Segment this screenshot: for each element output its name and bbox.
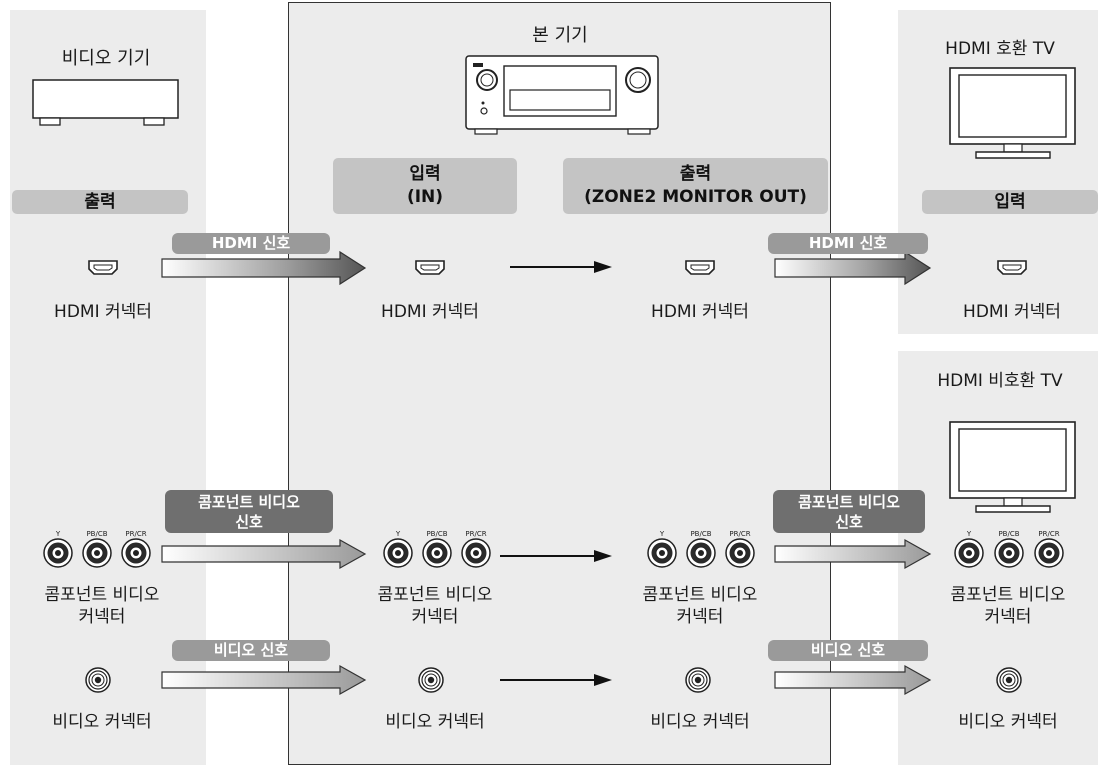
av-receiver-icon bbox=[465, 55, 659, 135]
internal-arrows bbox=[500, 261, 612, 686]
video-device-title: 비디오 기기 bbox=[61, 48, 151, 69]
video-jack-icon bbox=[418, 667, 444, 693]
component-connector-label: 콤포넌트 비디오 커넥터 bbox=[950, 585, 1066, 627]
component-arrow-in bbox=[161, 538, 367, 570]
video-jack-icon bbox=[85, 667, 111, 693]
source-output-box: 출력 bbox=[12, 190, 188, 214]
component-jacks-main-out bbox=[647, 538, 755, 568]
main-unit-title: 본 기기 bbox=[532, 25, 588, 46]
component-jacks-main-in bbox=[383, 538, 491, 568]
video-jack-icon bbox=[685, 667, 711, 693]
hdmi-tv-icon bbox=[949, 67, 1076, 159]
hdmi-connector-label: HDMI 커넥터 bbox=[651, 302, 749, 322]
jack-label-y: Y bbox=[55, 530, 61, 538]
jack-label-pb: PB/CB bbox=[86, 530, 107, 538]
component-signal-label-in: 콤포넌트 비디오 신호 bbox=[165, 490, 333, 533]
hdmi-signal-label-out: HDMI 신호 bbox=[768, 233, 928, 254]
video-connector-label: 비디오 커넥터 bbox=[52, 712, 152, 732]
hdmi-tv-title: HDMI 호환 TV bbox=[945, 39, 1055, 59]
video-arrow-out bbox=[774, 664, 932, 696]
component-signal-label-out: 콤포넌트 비디오 신호 bbox=[773, 490, 925, 533]
hdmi-port-icon bbox=[88, 260, 118, 275]
jack-label-pr: PR/CR bbox=[125, 530, 146, 538]
hdmi-connector-label: HDMI 커넥터 bbox=[54, 302, 152, 322]
hdmi-arrow-out bbox=[774, 250, 932, 286]
video-connector-label: 비디오 커넥터 bbox=[385, 712, 485, 732]
jack-label-y: Y bbox=[966, 530, 972, 538]
hdmi-connector-label: HDMI 커넥터 bbox=[963, 302, 1061, 322]
jack-label-pr: PR/CR bbox=[465, 530, 486, 538]
jack-label-y: Y bbox=[395, 530, 401, 538]
component-arrow-out bbox=[774, 538, 932, 570]
non-hdmi-tv-title: HDMI 비호환 TV bbox=[937, 371, 1063, 391]
component-connector-label: 콤포넌트 비디오 커넥터 bbox=[44, 585, 160, 627]
hdmi-connector-label: HDMI 커넥터 bbox=[381, 302, 479, 322]
jack-label-pr: PR/CR bbox=[1038, 530, 1059, 538]
jack-label-pb: PB/CB bbox=[998, 530, 1019, 538]
jack-label-pb: PB/CB bbox=[426, 530, 447, 538]
video-device-icon bbox=[32, 79, 179, 126]
source-panel bbox=[10, 10, 206, 765]
main-output-box: 출력 (ZONE2 MONITOR OUT) bbox=[563, 158, 828, 214]
tv-input-box: 입력 bbox=[922, 190, 1098, 214]
video-arrow-in bbox=[161, 664, 367, 696]
non-hdmi-tv-icon bbox=[949, 421, 1076, 513]
component-jacks-source bbox=[43, 538, 151, 568]
hdmi-port-icon bbox=[415, 260, 445, 275]
jack-label-pr: PR/CR bbox=[729, 530, 750, 538]
video-signal-label-in: 비디오 신호 bbox=[172, 640, 330, 661]
jack-label-y: Y bbox=[659, 530, 665, 538]
video-connector-label: 비디오 커넥터 bbox=[650, 712, 750, 732]
component-connector-label: 콤포넌트 비디오 커넥터 bbox=[377, 585, 493, 627]
hdmi-port-icon bbox=[685, 260, 715, 275]
hdmi-arrow-in bbox=[161, 250, 367, 286]
video-connector-label: 비디오 커넥터 bbox=[958, 712, 1058, 732]
main-input-box: 입력 (IN) bbox=[333, 158, 517, 214]
hdmi-signal-label-in: HDMI 신호 bbox=[172, 233, 330, 254]
jack-label-pb: PB/CB bbox=[690, 530, 711, 538]
video-signal-label-out: 비디오 신호 bbox=[768, 640, 928, 661]
component-jacks-tv bbox=[954, 538, 1064, 568]
hdmi-tv-panel bbox=[898, 10, 1098, 334]
hdmi-port-icon bbox=[997, 260, 1027, 275]
component-connector-label: 콤포넌트 비디오 커넥터 bbox=[642, 585, 758, 627]
video-jack-icon bbox=[996, 667, 1022, 693]
